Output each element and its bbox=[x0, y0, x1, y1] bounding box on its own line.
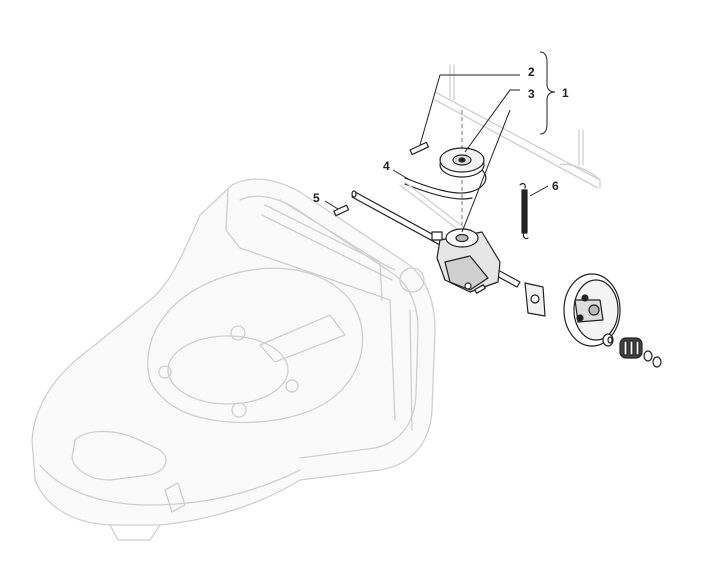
leader-3b bbox=[461, 109, 511, 233]
drive-belt-part bbox=[399, 169, 487, 236]
group-brace bbox=[539, 51, 556, 135]
callout-5: 5 bbox=[313, 191, 320, 205]
callout-6: 6 bbox=[552, 179, 559, 193]
leader-2 bbox=[419, 74, 520, 146]
leader-lines bbox=[324, 51, 556, 233]
mower-deck-ghost bbox=[31, 178, 436, 541]
callout-labels: 1 2 3 4 5 6 bbox=[313, 65, 569, 205]
drive-gear-part bbox=[602, 333, 662, 368]
leader-4 bbox=[392, 169, 411, 181]
callout-1: 1 bbox=[562, 86, 569, 100]
spring-part bbox=[519, 182, 529, 240]
callout-3: 3 bbox=[528, 87, 535, 101]
leader-6 bbox=[529, 185, 549, 197]
gearbox-part bbox=[431, 228, 501, 294]
leader-3 bbox=[464, 89, 520, 153]
callout-4: 4 bbox=[383, 159, 390, 173]
callout-2: 2 bbox=[528, 65, 535, 79]
wheel-part bbox=[563, 273, 621, 347]
handle-bar-ghost bbox=[434, 64, 601, 189]
pulley-part bbox=[439, 147, 485, 178]
bearing-plate-part bbox=[524, 282, 546, 317]
pin-part bbox=[409, 141, 430, 156]
leader-5 bbox=[324, 200, 339, 210]
key-part bbox=[333, 204, 350, 217]
